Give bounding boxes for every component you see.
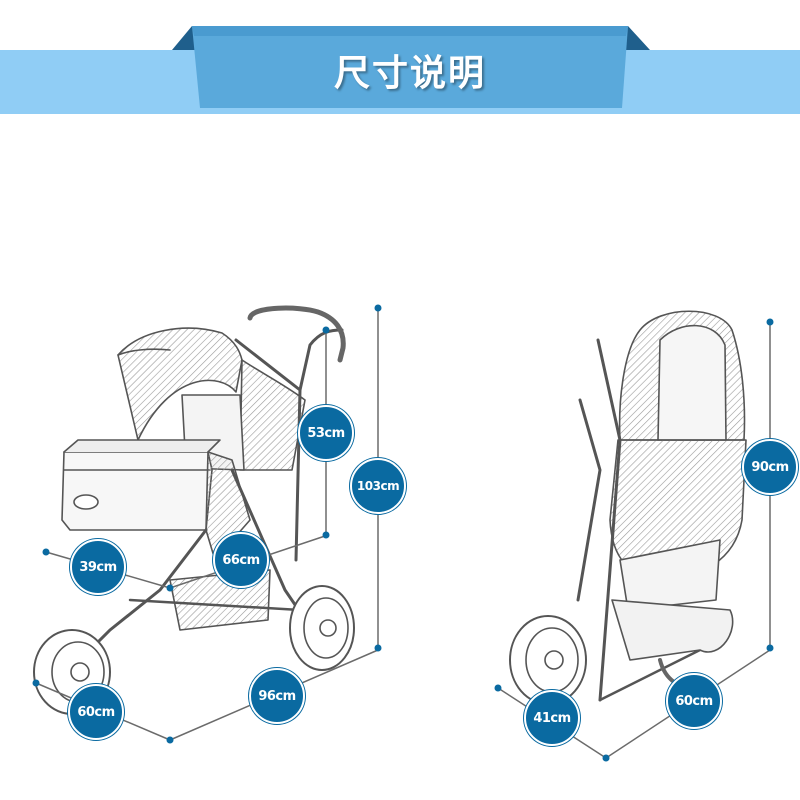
dim-wheelbase: 96cm <box>249 668 305 724</box>
header-banner <box>0 26 800 114</box>
dim-folded-depth: 41cm <box>524 690 580 746</box>
dim-folded-length: 60cm <box>666 673 722 729</box>
canopy <box>117 327 243 441</box>
dimension-dots-unfolded <box>32 304 382 744</box>
ribbon-shade <box>192 26 628 36</box>
dim-total-height: 103cm <box>350 458 406 514</box>
ribbon-fold-right <box>622 26 650 50</box>
dim-depth: 39cm <box>70 539 126 595</box>
dim-folded-height: 90cm <box>742 439 798 495</box>
dim-handle-to-seat: 53cm <box>298 405 354 461</box>
dimension-dots-folded <box>494 318 774 762</box>
carrier-body <box>61 451 213 531</box>
dim-length: 66cm <box>213 532 269 588</box>
stroller-folded <box>509 310 747 705</box>
folded-frame <box>596 338 622 702</box>
dim-width: 60cm <box>68 684 124 740</box>
stroller-unfolded <box>33 305 355 715</box>
ribbon <box>192 26 628 108</box>
page-title: 尺寸说明 <box>333 53 486 94</box>
